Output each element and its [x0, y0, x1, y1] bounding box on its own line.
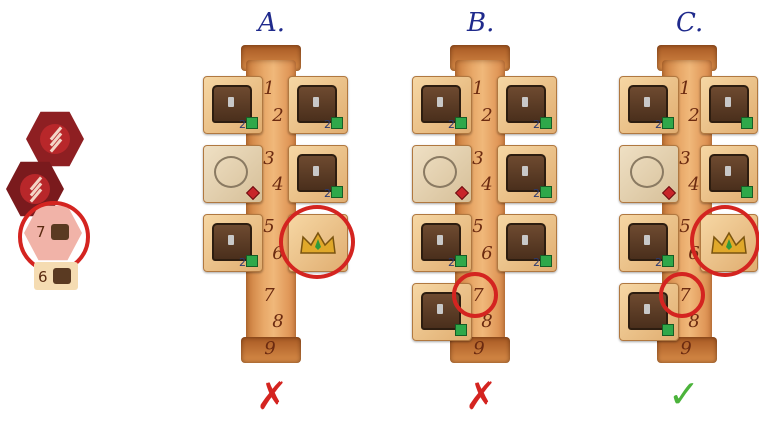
track-number: 4	[475, 174, 499, 195]
track-number: 9	[467, 338, 491, 359]
claw-icon	[20, 174, 50, 204]
gem-icon	[540, 186, 552, 198]
gem-icon	[455, 255, 467, 267]
gem-icon	[662, 324, 674, 336]
chest-card: 2	[288, 76, 348, 134]
track-number: 6	[475, 243, 499, 264]
chest-count: 2	[324, 118, 331, 131]
highlight-circle-crown	[279, 205, 355, 279]
gem-icon	[662, 186, 676, 200]
chest-card: 2	[497, 214, 557, 272]
chest-card: 2	[203, 76, 263, 134]
track-number: 8	[266, 311, 290, 332]
highlight-circle-seven	[659, 272, 705, 318]
rope-card	[412, 145, 472, 203]
track-number: 2	[475, 105, 499, 126]
rope-icon	[630, 156, 664, 188]
track-number: 9	[674, 338, 698, 359]
chest-card: 2	[619, 214, 679, 272]
gem-icon	[662, 117, 674, 129]
column-label: A.	[258, 8, 285, 38]
gem-icon	[331, 117, 343, 129]
highlight-circle-crown	[690, 205, 759, 277]
chest-count: 2	[533, 118, 540, 131]
right-mark-icon: ✓	[668, 372, 700, 416]
rope-card	[203, 145, 263, 203]
gem-icon	[455, 186, 469, 200]
track-number: 9	[258, 338, 282, 359]
track-number: 2	[266, 105, 290, 126]
chest-card: 2	[412, 76, 472, 134]
tile-value: 6	[38, 268, 48, 286]
chest-count: 2	[239, 118, 246, 131]
gem-icon	[455, 117, 467, 129]
chest-card: 2	[203, 214, 263, 272]
chest-count: 2	[448, 256, 455, 269]
chest-card	[700, 145, 758, 203]
chest-icon	[53, 268, 71, 284]
gem-icon	[246, 117, 258, 129]
rope-card	[619, 145, 679, 203]
chest-count: 2	[239, 256, 246, 269]
gem-icon	[246, 186, 260, 200]
highlight-circle-seven	[452, 272, 498, 318]
chest-card: 2	[412, 214, 472, 272]
chest-card: 2	[497, 145, 557, 203]
chest-card: 2	[288, 145, 348, 203]
chest-count: 2	[324, 187, 331, 200]
track-number: 7	[257, 285, 281, 306]
rope-icon	[423, 156, 457, 188]
wrong-mark-icon: ✗	[256, 374, 288, 418]
gem-icon	[741, 117, 753, 129]
gem-icon	[662, 255, 674, 267]
gem-icon	[540, 117, 552, 129]
gem-icon	[331, 186, 343, 198]
track-number: 4	[266, 174, 290, 195]
chest-tile-small: 6	[34, 262, 78, 290]
column-label: B.	[467, 8, 494, 38]
gem-icon	[246, 255, 258, 267]
chest-count: 2	[655, 118, 662, 131]
chest-count: 2	[448, 118, 455, 131]
claw-icon	[40, 124, 70, 154]
chest-count: 2	[655, 256, 662, 269]
chest-card: 2	[619, 76, 679, 134]
chest-count: 2	[533, 187, 540, 200]
claw-hex-top	[26, 110, 84, 168]
wrong-mark-icon: ✗	[465, 374, 497, 418]
chest-card	[700, 76, 758, 134]
gem-icon	[741, 186, 753, 198]
gem-icon	[540, 255, 552, 267]
chest-card: 2	[497, 76, 557, 134]
gem-icon	[455, 324, 467, 336]
chest-count: 2	[533, 256, 540, 269]
rope-icon	[214, 156, 248, 188]
column-label: C.	[676, 8, 703, 38]
